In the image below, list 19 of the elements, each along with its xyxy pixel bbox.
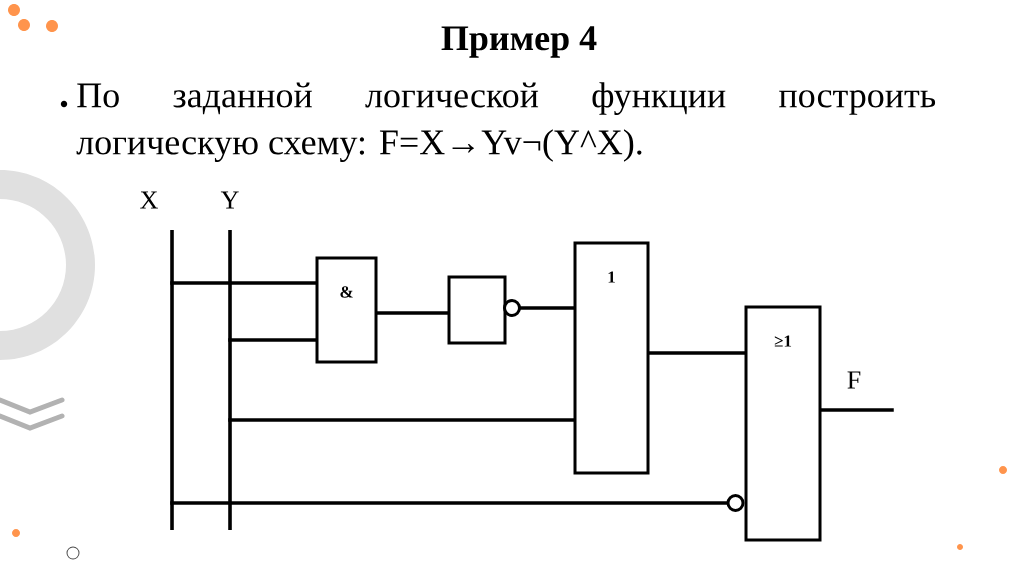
signal-label: X	[140, 191, 158, 209]
wire	[228, 338, 318, 342]
signal-label: Y	[220, 191, 239, 209]
wire	[170, 281, 318, 285]
wire	[647, 351, 747, 355]
task-text: По заданной логической функции построить логическую схему: F=X→Yv¬(Y^X).	[76, 82, 936, 162]
bus-line	[220, 191, 239, 530]
wire	[519, 306, 576, 310]
signal-label: F	[847, 371, 861, 389]
wire	[228, 418, 576, 422]
slide-title: Пример 4	[441, 26, 597, 58]
inverter-gate	[447, 275, 521, 345]
logic-gate: 1	[573, 241, 650, 475]
logic-gate: &	[315, 256, 378, 364]
bus-line	[140, 191, 174, 530]
logic-gate: ≥1	[744, 305, 822, 542]
wire	[375, 311, 450, 315]
wire	[170, 494, 745, 512]
wire	[819, 408, 894, 412]
